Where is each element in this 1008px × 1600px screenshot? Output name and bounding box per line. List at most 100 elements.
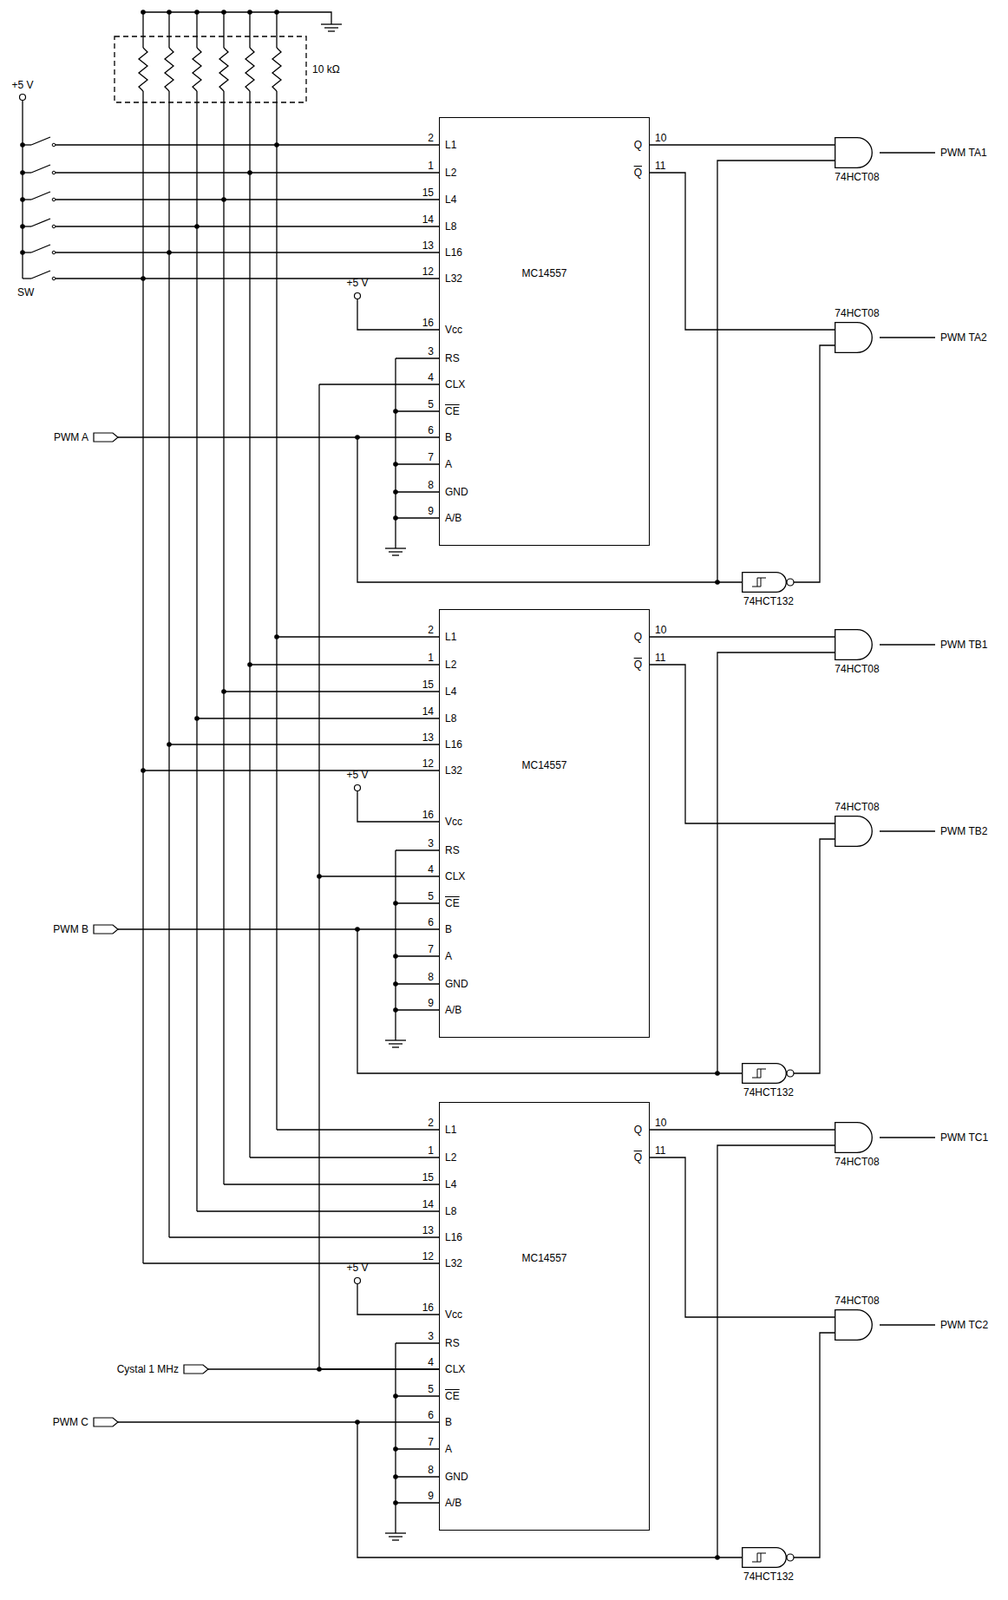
- wire: [55, 225, 439, 227]
- signal-wire: [795, 345, 835, 583]
- switch-blade: [31, 164, 51, 173]
- pin-name: L32: [445, 764, 463, 777]
- wire: [117, 1420, 439, 1422]
- resistor-symbol: [138, 47, 148, 92]
- pin-name: CLX: [445, 1362, 465, 1375]
- junction-dot: [392, 1499, 399, 1506]
- wire: [395, 1008, 439, 1010]
- hysteresis-symbol: [752, 1552, 766, 1562]
- pin-number: 8: [427, 478, 434, 491]
- resistor-symbol: [272, 47, 282, 92]
- pin-name: RS: [445, 352, 460, 365]
- wire: [55, 198, 439, 200]
- pin-name: A/B: [445, 1496, 462, 1509]
- pin-name: L32: [445, 1256, 463, 1270]
- wire: [879, 1136, 936, 1138]
- pin-name: L8: [445, 712, 457, 725]
- switch-contact: [52, 276, 56, 281]
- pin-number: 6: [427, 916, 434, 929]
- pin-name: CE: [445, 1389, 460, 1402]
- wire: [22, 171, 32, 173]
- junction-dot: [392, 489, 399, 495]
- switch-blade: [31, 270, 51, 279]
- signal-label: PWM B: [52, 922, 89, 936]
- pin-name: A: [445, 949, 452, 963]
- pin-name: Q: [634, 166, 642, 179]
- wire: [143, 769, 439, 771]
- pin-name: L4: [445, 1178, 457, 1191]
- wire: [249, 663, 439, 665]
- part-number: 74HCT08: [834, 307, 879, 320]
- wire: [143, 12, 332, 25]
- pin-name: L1: [445, 138, 457, 151]
- pin-name: A: [445, 458, 452, 471]
- pin-name: B: [445, 431, 452, 444]
- wire: [22, 225, 32, 227]
- hysteresis-symbol: [752, 577, 766, 587]
- junction-dot: [392, 1007, 399, 1013]
- pin-number: 3: [427, 1329, 434, 1342]
- resistor-symbol: [219, 47, 229, 92]
- supply-terminal: [354, 293, 361, 300]
- ground-symbol: [392, 1046, 400, 1048]
- signal-label: PWM TA1: [940, 146, 988, 159]
- wire: [222, 12, 224, 48]
- and-gate-symbol: [835, 137, 873, 169]
- wire: [879, 336, 936, 338]
- pin-name: Q: [634, 1151, 642, 1164]
- wire: [357, 791, 439, 822]
- signal-label: PWM TC2: [940, 1318, 989, 1331]
- part-number: 74HCT08: [834, 170, 879, 184]
- wire: [357, 1283, 439, 1315]
- junction-dot: [140, 275, 146, 282]
- switch-blade: [31, 191, 51, 200]
- gate-outline: [834, 137, 880, 169]
- and-gate-symbol: [835, 816, 873, 847]
- signal-label: 10 kΩ: [312, 63, 341, 76]
- pin-number: 1: [427, 1144, 434, 1157]
- gate-outline: [741, 571, 796, 593]
- pin-number: 9: [427, 504, 434, 518]
- part-number: 74HCT132: [743, 1086, 794, 1099]
- signal-label: PWM A: [53, 431, 89, 444]
- pin-name: L16: [445, 738, 463, 751]
- wire: [879, 830, 936, 832]
- pin-number: 6: [427, 424, 434, 437]
- junction-dot: [392, 461, 399, 467]
- ground-symbol: [320, 23, 342, 25]
- signal-label: PWM TB2: [940, 824, 988, 838]
- part-number: 74HCT08: [834, 1294, 879, 1307]
- wire: [717, 652, 835, 1074]
- wire: [142, 12, 144, 48]
- wire: [55, 144, 439, 145]
- pin-name: GND: [445, 485, 469, 498]
- wire: [319, 383, 439, 385]
- junction-dot: [392, 515, 399, 521]
- pin-number: 2: [427, 1116, 434, 1129]
- switch-contact: [52, 143, 56, 147]
- wire: [55, 251, 439, 253]
- supply-terminal: [354, 785, 361, 792]
- pin-number: 10: [654, 623, 667, 636]
- wire: [395, 410, 439, 412]
- junction-dot: [166, 741, 172, 747]
- wire: [276, 635, 439, 637]
- pin-name: L2: [445, 658, 457, 671]
- schmitt-nand-gate: 74HCT132: [741, 1062, 796, 1084]
- junction-dot: [392, 900, 399, 906]
- ground-symbol: [392, 554, 400, 556]
- pin-name: Q: [634, 630, 642, 643]
- pin-number: 2: [427, 623, 434, 636]
- part-number: 74HCT08: [834, 800, 879, 813]
- wire: [319, 1368, 439, 1369]
- wire: [395, 517, 439, 518]
- pin-number: 3: [427, 837, 434, 850]
- and-gate: 74HCT08: [834, 1121, 880, 1153]
- wire: [357, 299, 439, 330]
- switch-blade: [31, 218, 51, 227]
- and-gate: 74HCT08: [834, 137, 880, 169]
- pin-name: CE: [445, 896, 460, 910]
- pin-number: 16: [422, 808, 434, 821]
- pin-number: 9: [427, 1489, 434, 1502]
- wire: [169, 743, 439, 745]
